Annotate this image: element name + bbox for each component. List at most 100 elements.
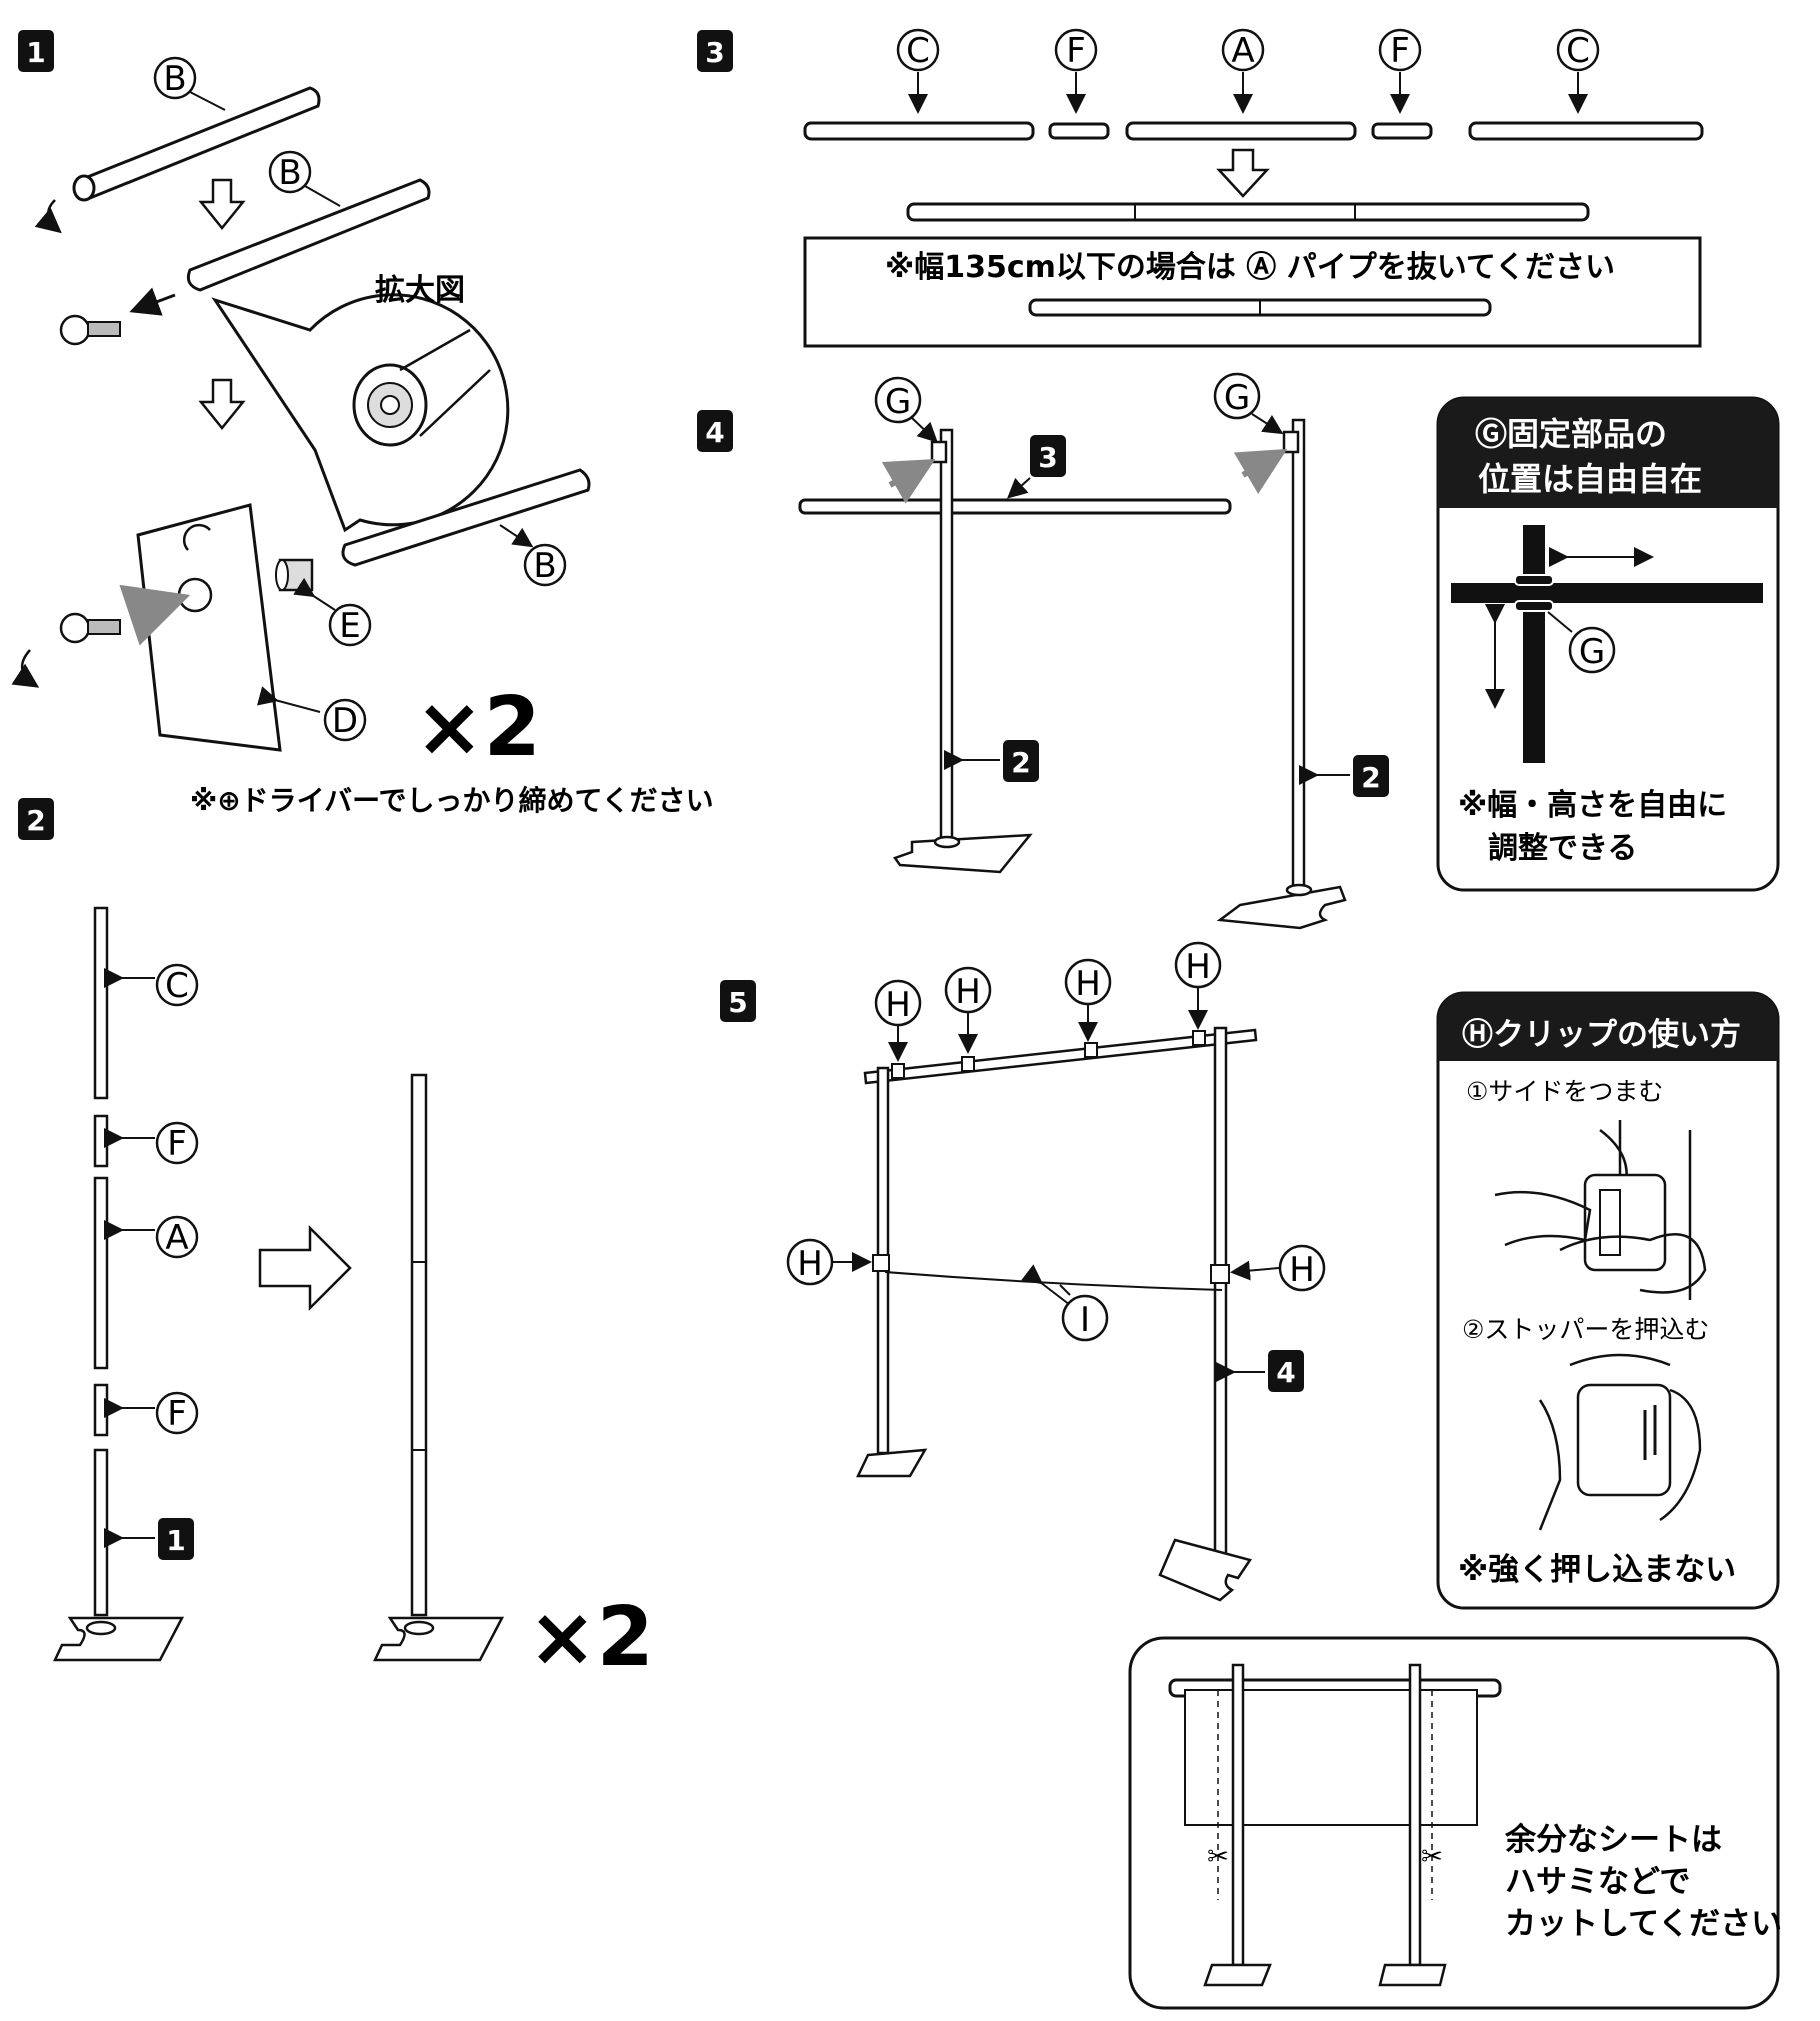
label-d: D	[332, 701, 358, 741]
step-5-badge	[720, 980, 756, 1022]
ref-step-4: 4	[1276, 1356, 1295, 1389]
label-f-step3-1: F	[1066, 31, 1086, 71]
clamp-g-right	[1282, 430, 1300, 454]
info-panel-g-title-1: Ⓖ固定部品の	[1475, 415, 1667, 453]
stand-1	[93, 1448, 109, 1617]
pipe-b-bottom	[341, 468, 591, 567]
cut-note-3: カットしてください	[1505, 1906, 1782, 1942]
step-3: 3 C F A F C ※幅135c	[697, 28, 1704, 348]
base-plate-step4-left	[893, 833, 1033, 874]
info-panel-g-note-2: 調整できる	[1488, 831, 1637, 866]
info-panel-h-header	[1438, 993, 1778, 1061]
scissors-icon-right: ✂	[1421, 1842, 1443, 1872]
clamp-g-left	[930, 440, 948, 464]
info-panel-g-note-1: ※幅・高さを自由に	[1458, 788, 1727, 823]
label-h-5: H	[797, 1244, 823, 1284]
label-h-4: H	[1185, 947, 1211, 987]
assembled-crossbar	[906, 202, 1590, 222]
step-1-note: ※⊕ドライバーでしっかり締めてください	[190, 784, 714, 817]
label-g-left: G	[885, 382, 911, 422]
crossbar-step4	[798, 498, 1232, 515]
ref-step-2-right: 2	[1361, 761, 1380, 794]
label-a-step2: A	[165, 1218, 188, 1258]
base-plate-step4-right	[1216, 885, 1347, 930]
stand-right-step4	[1291, 418, 1306, 892]
step-3-parts: C F A F C	[803, 28, 1704, 141]
ref-step-3: 3	[1038, 441, 1057, 474]
label-c-step3-1: C	[906, 31, 930, 71]
zoom-bubble: 拡大図	[211, 273, 510, 533]
pipe-b-middle	[186, 178, 431, 292]
base-plate-step5-left	[856, 1448, 928, 1478]
joint-f-1	[93, 1114, 109, 1168]
rotate-arrow-icon	[34, 199, 62, 234]
info-panel-g: Ⓖ固定部品の 位置は自由自在 G ※幅・高さを自由に 調整できる	[1436, 396, 1780, 892]
pipe-a	[93, 1176, 109, 1370]
step-3-badge	[697, 30, 733, 72]
right-arrow-icon	[258, 1224, 352, 1312]
step-3-number: 3	[705, 36, 724, 69]
label-h-2: H	[955, 972, 981, 1012]
label-e: E	[339, 606, 360, 646]
cut-panel: ✂ ✂ 余分なシートは ハサミなどで カットしてください	[1128, 1636, 1782, 2010]
string-i	[884, 1271, 1223, 1291]
frame-right-post	[1213, 1026, 1228, 1580]
info-panel-g-header	[1438, 398, 1778, 508]
pipe-c-right	[1468, 121, 1704, 141]
clip-pinch-illustration	[1494, 1120, 1707, 1300]
label-f-step2-1: F	[167, 1124, 187, 1164]
clip-step-2: ②ストッパーを押込む	[1462, 1315, 1709, 1344]
ref-step-1: 1	[166, 1524, 185, 1557]
step-1: 1 B B 拡大図	[11, 30, 714, 817]
step-5: 5 H H H H H H I	[720, 941, 1782, 2010]
pipe-c-left	[803, 121, 1035, 141]
note-box	[803, 236, 1702, 348]
step-2-badge	[18, 798, 54, 840]
base-plate-step2-right	[373, 1616, 505, 1662]
rotate-arrow-icon-2	[11, 649, 40, 688]
label-f-step2-2: F	[167, 1394, 187, 1434]
step-2-times-two: ×2	[528, 1590, 654, 1685]
step-4-badge	[697, 410, 733, 452]
ref-step-2-left: 2	[1011, 746, 1030, 779]
label-b-2: B	[278, 153, 301, 193]
step-2-number: 2	[26, 804, 45, 837]
info-panel-h: Ⓗクリップの使い方 ①サイドをつまむ ②ストッパーを押込む ※強く押し込ま	[1436, 991, 1780, 1610]
step-1-badge	[18, 30, 54, 72]
label-i: I	[1080, 1300, 1090, 1340]
joint-f-right	[1371, 122, 1433, 140]
label-h-3: H	[1075, 964, 1101, 1004]
screw-icon	[59, 314, 121, 346]
step-4-number: 4	[705, 416, 724, 449]
clip-stopper-illustration	[1538, 1353, 1702, 1531]
step-1-number: 1	[26, 36, 45, 69]
label-b-1: B	[163, 59, 186, 99]
assembled-column	[410, 1073, 428, 1617]
joint-f-2	[93, 1383, 109, 1437]
down-arrow-icon-3	[1216, 148, 1270, 198]
label-c-step3-2: C	[1566, 31, 1590, 71]
label-b-3: B	[533, 546, 556, 586]
info-panel-g-label: G	[1579, 632, 1605, 672]
step-1-times-two: ×2	[415, 680, 541, 775]
zoom-label: 拡大図	[375, 273, 465, 308]
clip-step-1: ①サイドをつまむ	[1466, 1077, 1663, 1106]
diagram-upright	[1523, 525, 1545, 763]
pipe-b-top	[72, 86, 321, 202]
info-panel-g-title-2: 位置は自由自在	[1478, 460, 1702, 498]
pipe-c	[93, 906, 109, 1100]
base-plate-step2-left	[53, 1616, 185, 1662]
cut-note-1: 余分なシートは	[1504, 1822, 1722, 1858]
cut-panel-sheet	[1184, 1689, 1478, 1826]
step-4: 4 G 3 2 G 2 Ⓖ固定部品の 位置は自由自在	[697, 372, 1780, 930]
label-f-step3-2: F	[1390, 31, 1410, 71]
label-g-right: G	[1224, 378, 1250, 418]
clip-note: ※強く押し込まない	[1458, 1552, 1736, 1588]
pipe-a-center	[1125, 121, 1357, 141]
label-c-step2: C	[165, 966, 189, 1006]
down-arrow-icon	[198, 178, 246, 230]
label-h-6: H	[1289, 1250, 1315, 1290]
screw-icon-2	[59, 612, 121, 644]
info-panel-h-title: Ⓗクリップの使い方	[1462, 1017, 1741, 1053]
